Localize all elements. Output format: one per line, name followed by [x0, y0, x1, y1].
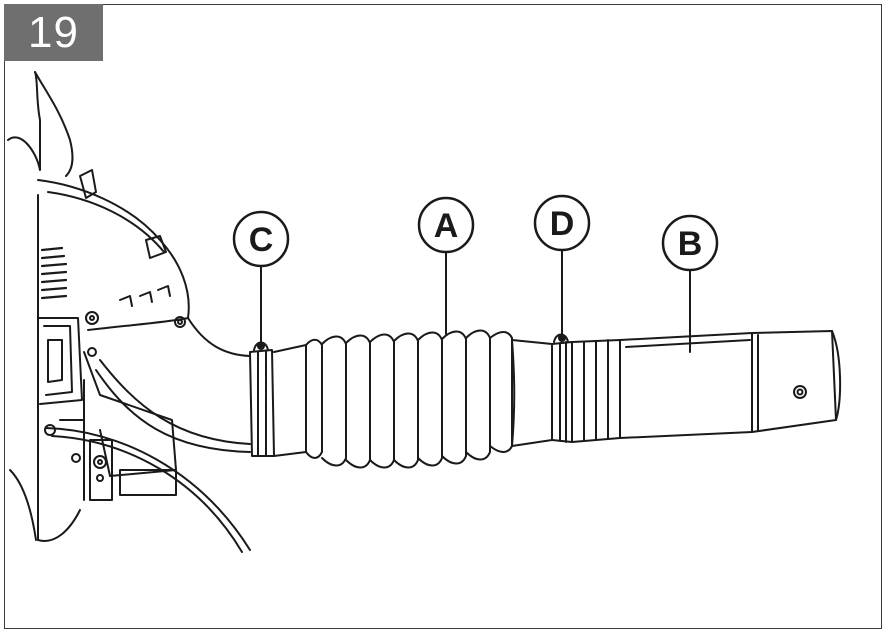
blower-housing	[7, 71, 251, 553]
callout-label-b: B	[678, 225, 703, 263]
callout-d: D	[533, 194, 591, 252]
elbow-tube	[95, 317, 251, 453]
rigid-tube-b	[571, 330, 842, 443]
clamp-d	[551, 333, 573, 443]
flex-tube-a	[305, 329, 553, 469]
figure-frame	[4, 4, 882, 629]
callout-c: C	[232, 210, 290, 268]
callout-leaders	[260, 249, 691, 353]
callout-label-c: C	[249, 221, 274, 259]
clamp-c	[249, 341, 275, 457]
figure-number-badge: 19	[4, 4, 103, 61]
callout-label-a: A	[434, 207, 459, 245]
callout-b: B	[661, 214, 719, 272]
callout-label-d: D	[550, 205, 575, 243]
callout-a: A	[417, 196, 475, 254]
